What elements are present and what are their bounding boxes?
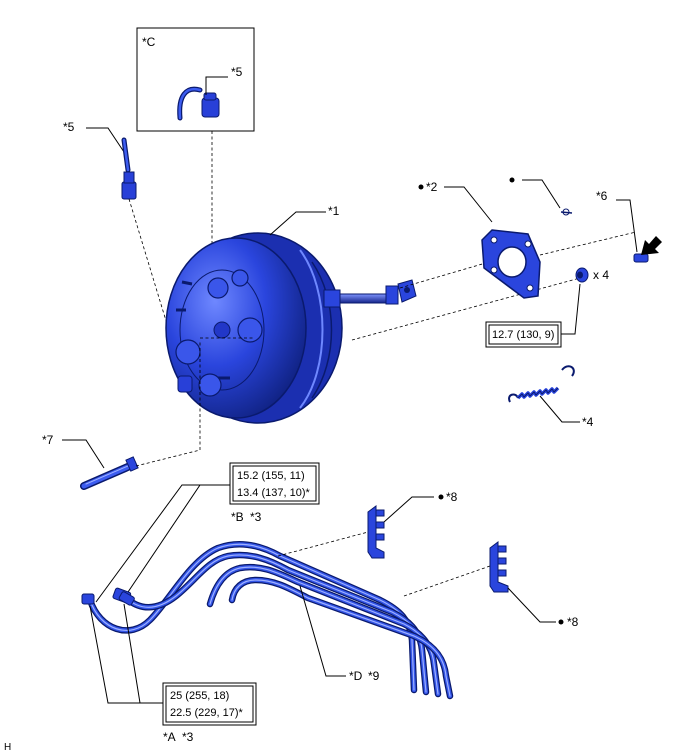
torque-box-nuts: 12.7 (130, 9) [485,321,562,348]
footer-code: H [4,742,11,753]
clip-label: *6 [596,189,608,203]
detail-c-label: *C [142,35,156,49]
bracket-lower-label: *8 [567,615,579,629]
torque-a-1: 25 (255, 18) [170,690,229,702]
bullet-icon [558,619,564,625]
torque-box-b: 15.2 (155, 11) 13.4 (137, 10)* [229,462,320,505]
bracket-upper-label: *8 [446,490,458,504]
nut-qty-label: x 4 [593,268,609,282]
booster-label: *1 [328,204,340,218]
torque-a-2: 22.5 (229, 17)* [170,707,243,719]
detail-b-ref: *3 [250,510,262,524]
torque-nuts: 12.7 (130, 9) [492,329,554,341]
detail-d-label: *D [349,669,363,683]
return-spring [508,365,575,403]
pin-clip [560,208,573,216]
bracket-upper [367,505,385,559]
detail-a-label: *A [163,730,176,744]
hose-left-connector [121,181,137,200]
spring-label: *4 [582,415,594,429]
pipe-hose-label: *7 [42,433,54,447]
clevis-pin [633,253,649,263]
torque-box-a: 25 (255, 18) 22.5 (229, 17)* [162,682,257,726]
bullet-icon [418,184,424,190]
detail-b-label: *B [231,510,244,524]
brake-lines [81,541,454,700]
bullet-icon [438,494,444,500]
gasket [481,229,541,299]
inset-connector [201,97,220,118]
bullet-icon [509,177,515,183]
arrow-icon [641,236,662,255]
detail-a-ref: *3 [182,730,194,744]
hose-inset-label: *5 [231,65,243,79]
hose-left-label: *5 [63,120,75,134]
nut [575,267,589,283]
detail-d-ref: *9 [368,669,380,683]
torque-b-2: 13.4 (137, 10)* [237,487,310,499]
detail-c-box: *C *5 [136,27,255,132]
torque-b-1: 15.2 (155, 11) [237,470,305,482]
brake-booster [165,232,417,424]
bracket-lower [489,541,509,593]
gasket-label: *2 [426,180,438,194]
